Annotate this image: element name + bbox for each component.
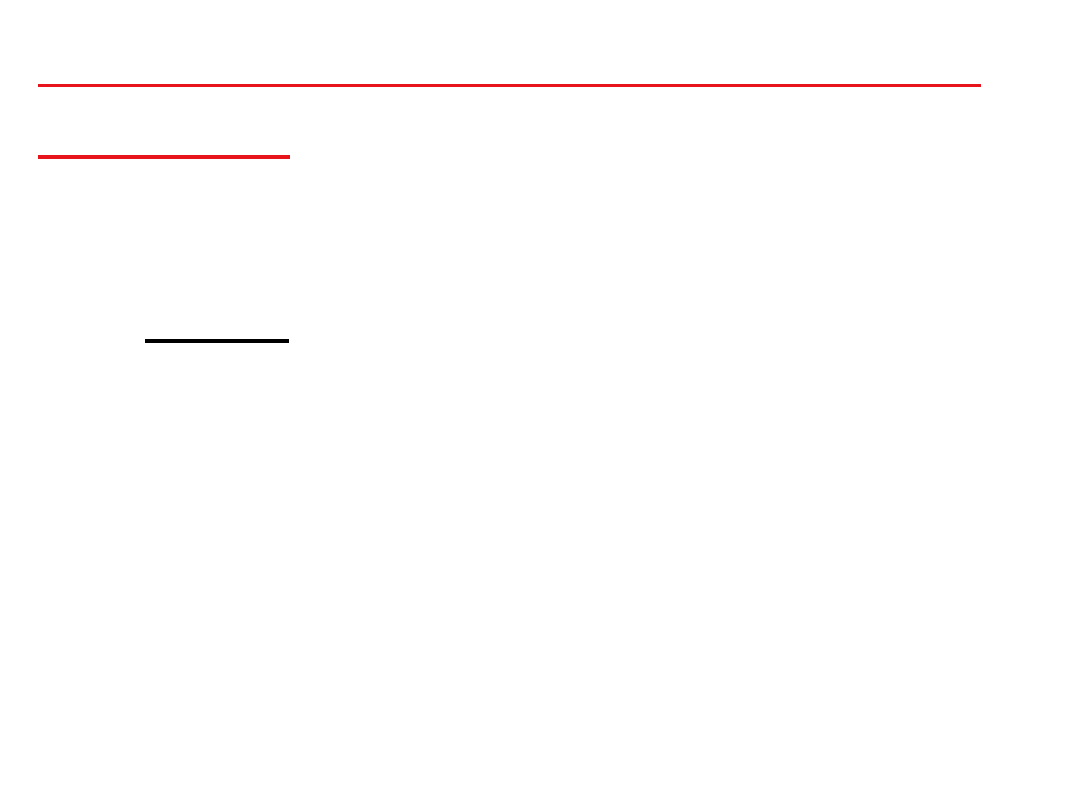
title-divider-line <box>38 84 981 87</box>
section-accent-bar <box>38 155 290 159</box>
underline-bar <box>145 339 289 343</box>
